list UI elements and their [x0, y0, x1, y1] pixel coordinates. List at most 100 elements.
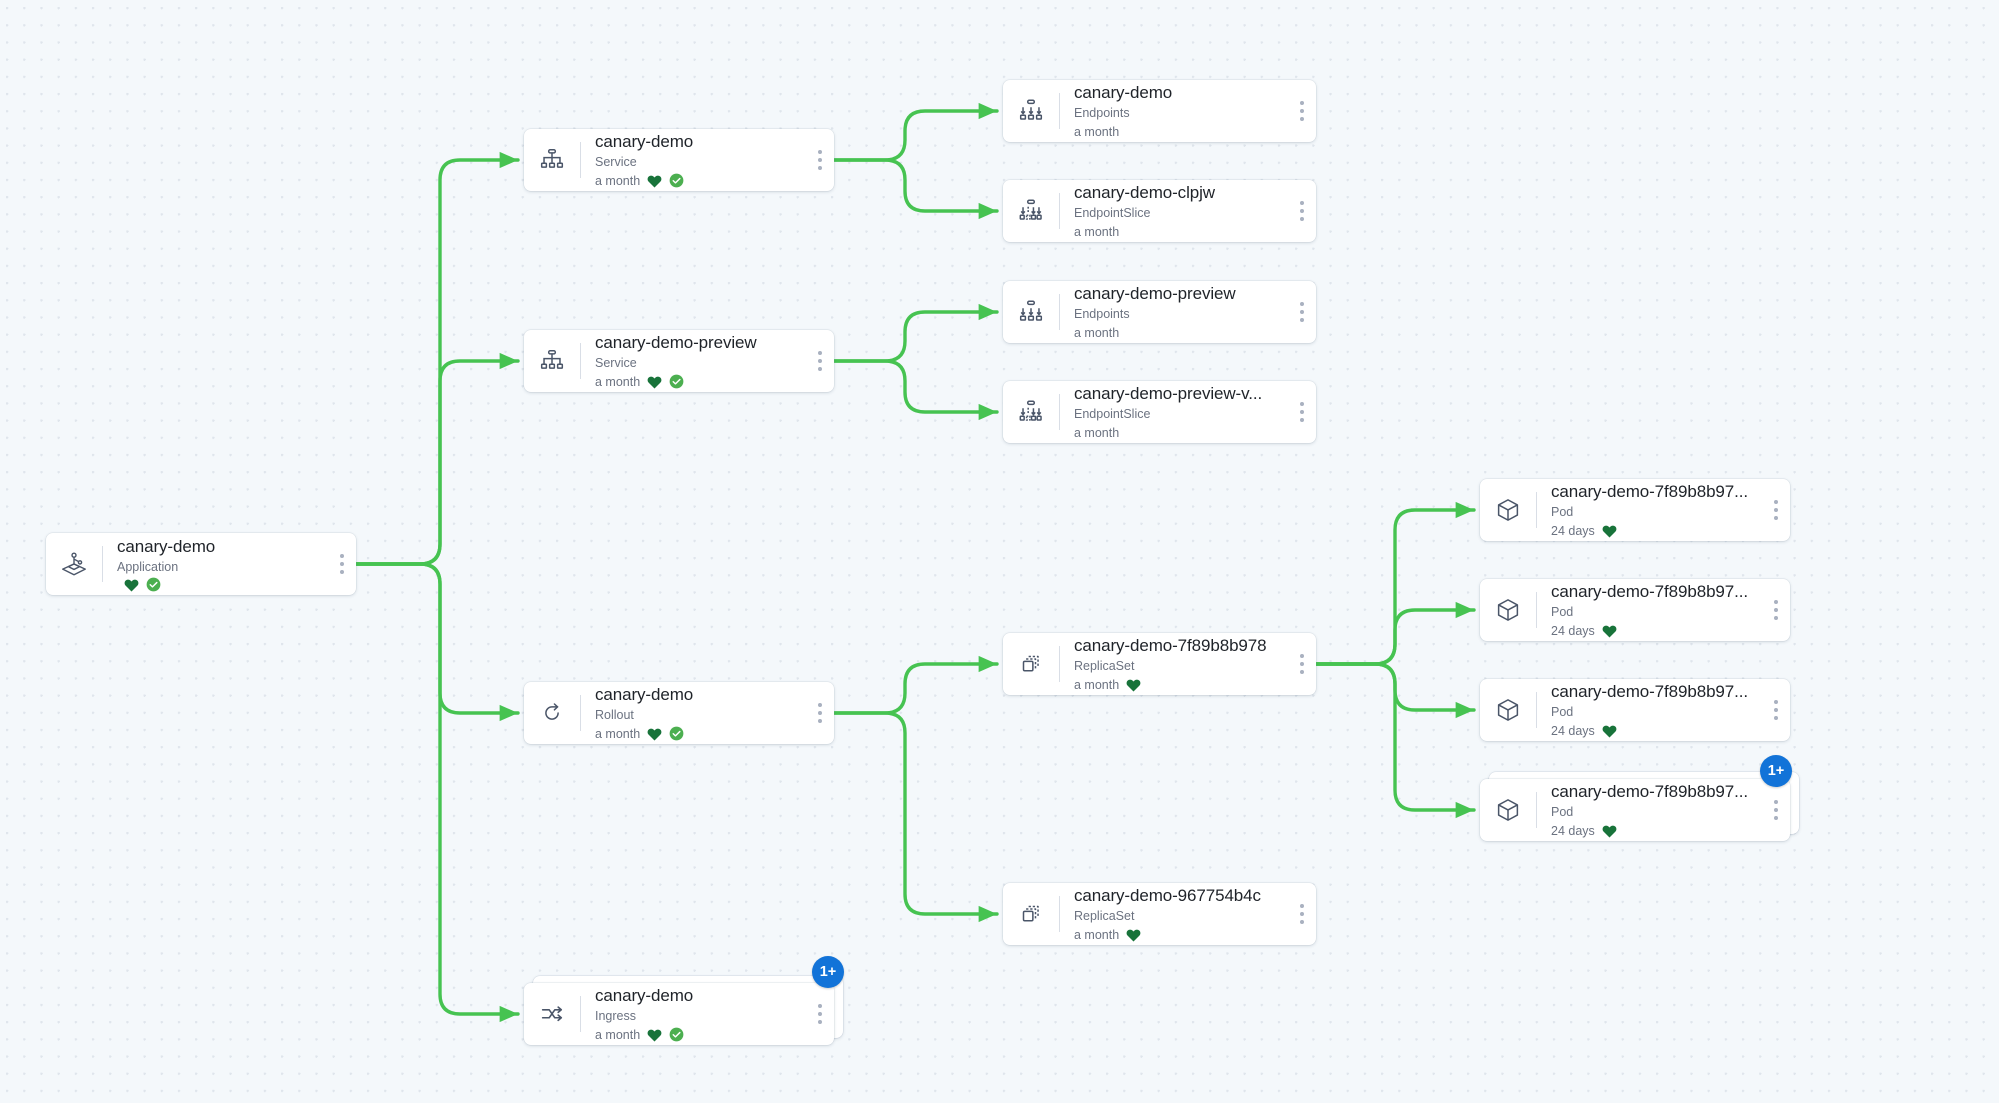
- health-status-icon[interactable]: [124, 578, 139, 592]
- node-meta: 24 days: [1551, 622, 1762, 640]
- node-menu-kebab-icon[interactable]: [1762, 579, 1790, 641]
- service-icon: [524, 145, 580, 175]
- node-meta: a month: [1074, 223, 1288, 241]
- node-meta: a month: [595, 725, 806, 743]
- node-age: a month: [1074, 677, 1120, 692]
- node-divider: [102, 546, 103, 582]
- node-kind: EndpointSlice: [1074, 406, 1151, 421]
- node-divider: [1059, 646, 1060, 682]
- hidden-children-count-badge[interactable]: 1+: [1760, 755, 1792, 787]
- node-divider: [580, 996, 581, 1032]
- node-age: 24 days: [1551, 823, 1595, 838]
- replicaset-icon: [1003, 649, 1059, 679]
- node-age: a month: [1074, 425, 1120, 440]
- node-menu-kebab-icon[interactable]: [1288, 180, 1316, 242]
- node-menu-kebab-icon[interactable]: [806, 983, 834, 1045]
- node-menu-kebab-icon[interactable]: [1288, 883, 1316, 945]
- health-status-icon[interactable]: [647, 727, 662, 741]
- health-status-icon[interactable]: [1602, 524, 1617, 538]
- node-menu-kebab-icon[interactable]: [1762, 679, 1790, 741]
- hidden-children-count-badge[interactable]: 1+: [812, 956, 844, 988]
- node-divider: [1059, 394, 1060, 430]
- node-divider: [580, 695, 581, 731]
- health-heart-icon: [1602, 625, 1617, 637]
- sync-status-badge[interactable]: [669, 374, 684, 389]
- node-menu-kebab-icon[interactable]: [1762, 479, 1790, 541]
- node-menu-kebab-icon[interactable]: [328, 533, 356, 595]
- node-kind: Rollout: [595, 707, 634, 722]
- node-divider: [1536, 492, 1537, 528]
- health-status-icon[interactable]: [1126, 678, 1141, 692]
- node-menu-kebab-icon[interactable]: [1762, 779, 1790, 841]
- sync-status-badge[interactable]: [669, 173, 684, 188]
- health-status-icon[interactable]: [1126, 928, 1141, 942]
- node-title: canary-demo-7f89b8b97...: [1551, 581, 1749, 601]
- node-menu-kebab-icon[interactable]: [1288, 281, 1316, 343]
- health-heart-icon: [124, 579, 139, 591]
- node-divider: [1059, 896, 1060, 932]
- endpointslice-icon: [1003, 196, 1059, 226]
- pod-icon: [1480, 595, 1536, 625]
- health-status-icon[interactable]: [647, 375, 662, 389]
- endpointslice-icon: [1003, 397, 1059, 427]
- node-menu-kebab-icon[interactable]: [1288, 80, 1316, 142]
- node-meta: a month: [595, 373, 806, 391]
- node-meta: a month: [595, 172, 806, 190]
- pod-icon: [1480, 695, 1536, 725]
- health-heart-icon: [1126, 929, 1141, 941]
- node-kind: Endpoints: [1074, 105, 1130, 120]
- node-meta: a month: [1074, 676, 1288, 694]
- health-status-icon[interactable]: [1602, 824, 1617, 838]
- node-menu-kebab-icon[interactable]: [1288, 381, 1316, 443]
- rollout-icon: [524, 698, 580, 728]
- health-status-icon[interactable]: [647, 174, 662, 188]
- node-meta: a month: [1074, 324, 1288, 342]
- ingress-icon: [524, 999, 580, 1029]
- node-menu-kebab-icon[interactable]: [806, 129, 834, 191]
- service-icon: [524, 346, 580, 376]
- node-age: a month: [595, 1027, 641, 1042]
- node-menu-kebab-icon[interactable]: [806, 682, 834, 744]
- node-menu-kebab-icon[interactable]: [806, 330, 834, 392]
- health-status-icon[interactable]: [1602, 724, 1617, 738]
- endpoints-icon: [1003, 297, 1059, 327]
- node-title: canary-demo: [117, 537, 216, 556]
- node-title: canary-demo-preview: [1074, 283, 1236, 303]
- node-meta: a month: [1074, 123, 1288, 141]
- health-heart-icon: [647, 376, 662, 388]
- sync-status-icon: [669, 726, 684, 741]
- node-age: a month: [1074, 325, 1120, 340]
- sync-status-badge[interactable]: [669, 726, 684, 741]
- node-age: a month: [1074, 224, 1120, 239]
- sync-status-badge[interactable]: [669, 1027, 684, 1042]
- health-status-icon[interactable]: [1602, 624, 1617, 638]
- node-menu-kebab-icon[interactable]: [1288, 633, 1316, 695]
- sync-status-badge[interactable]: [146, 577, 161, 592]
- health-status-icon[interactable]: [647, 1028, 662, 1042]
- node-title: canary-demo: [595, 684, 694, 704]
